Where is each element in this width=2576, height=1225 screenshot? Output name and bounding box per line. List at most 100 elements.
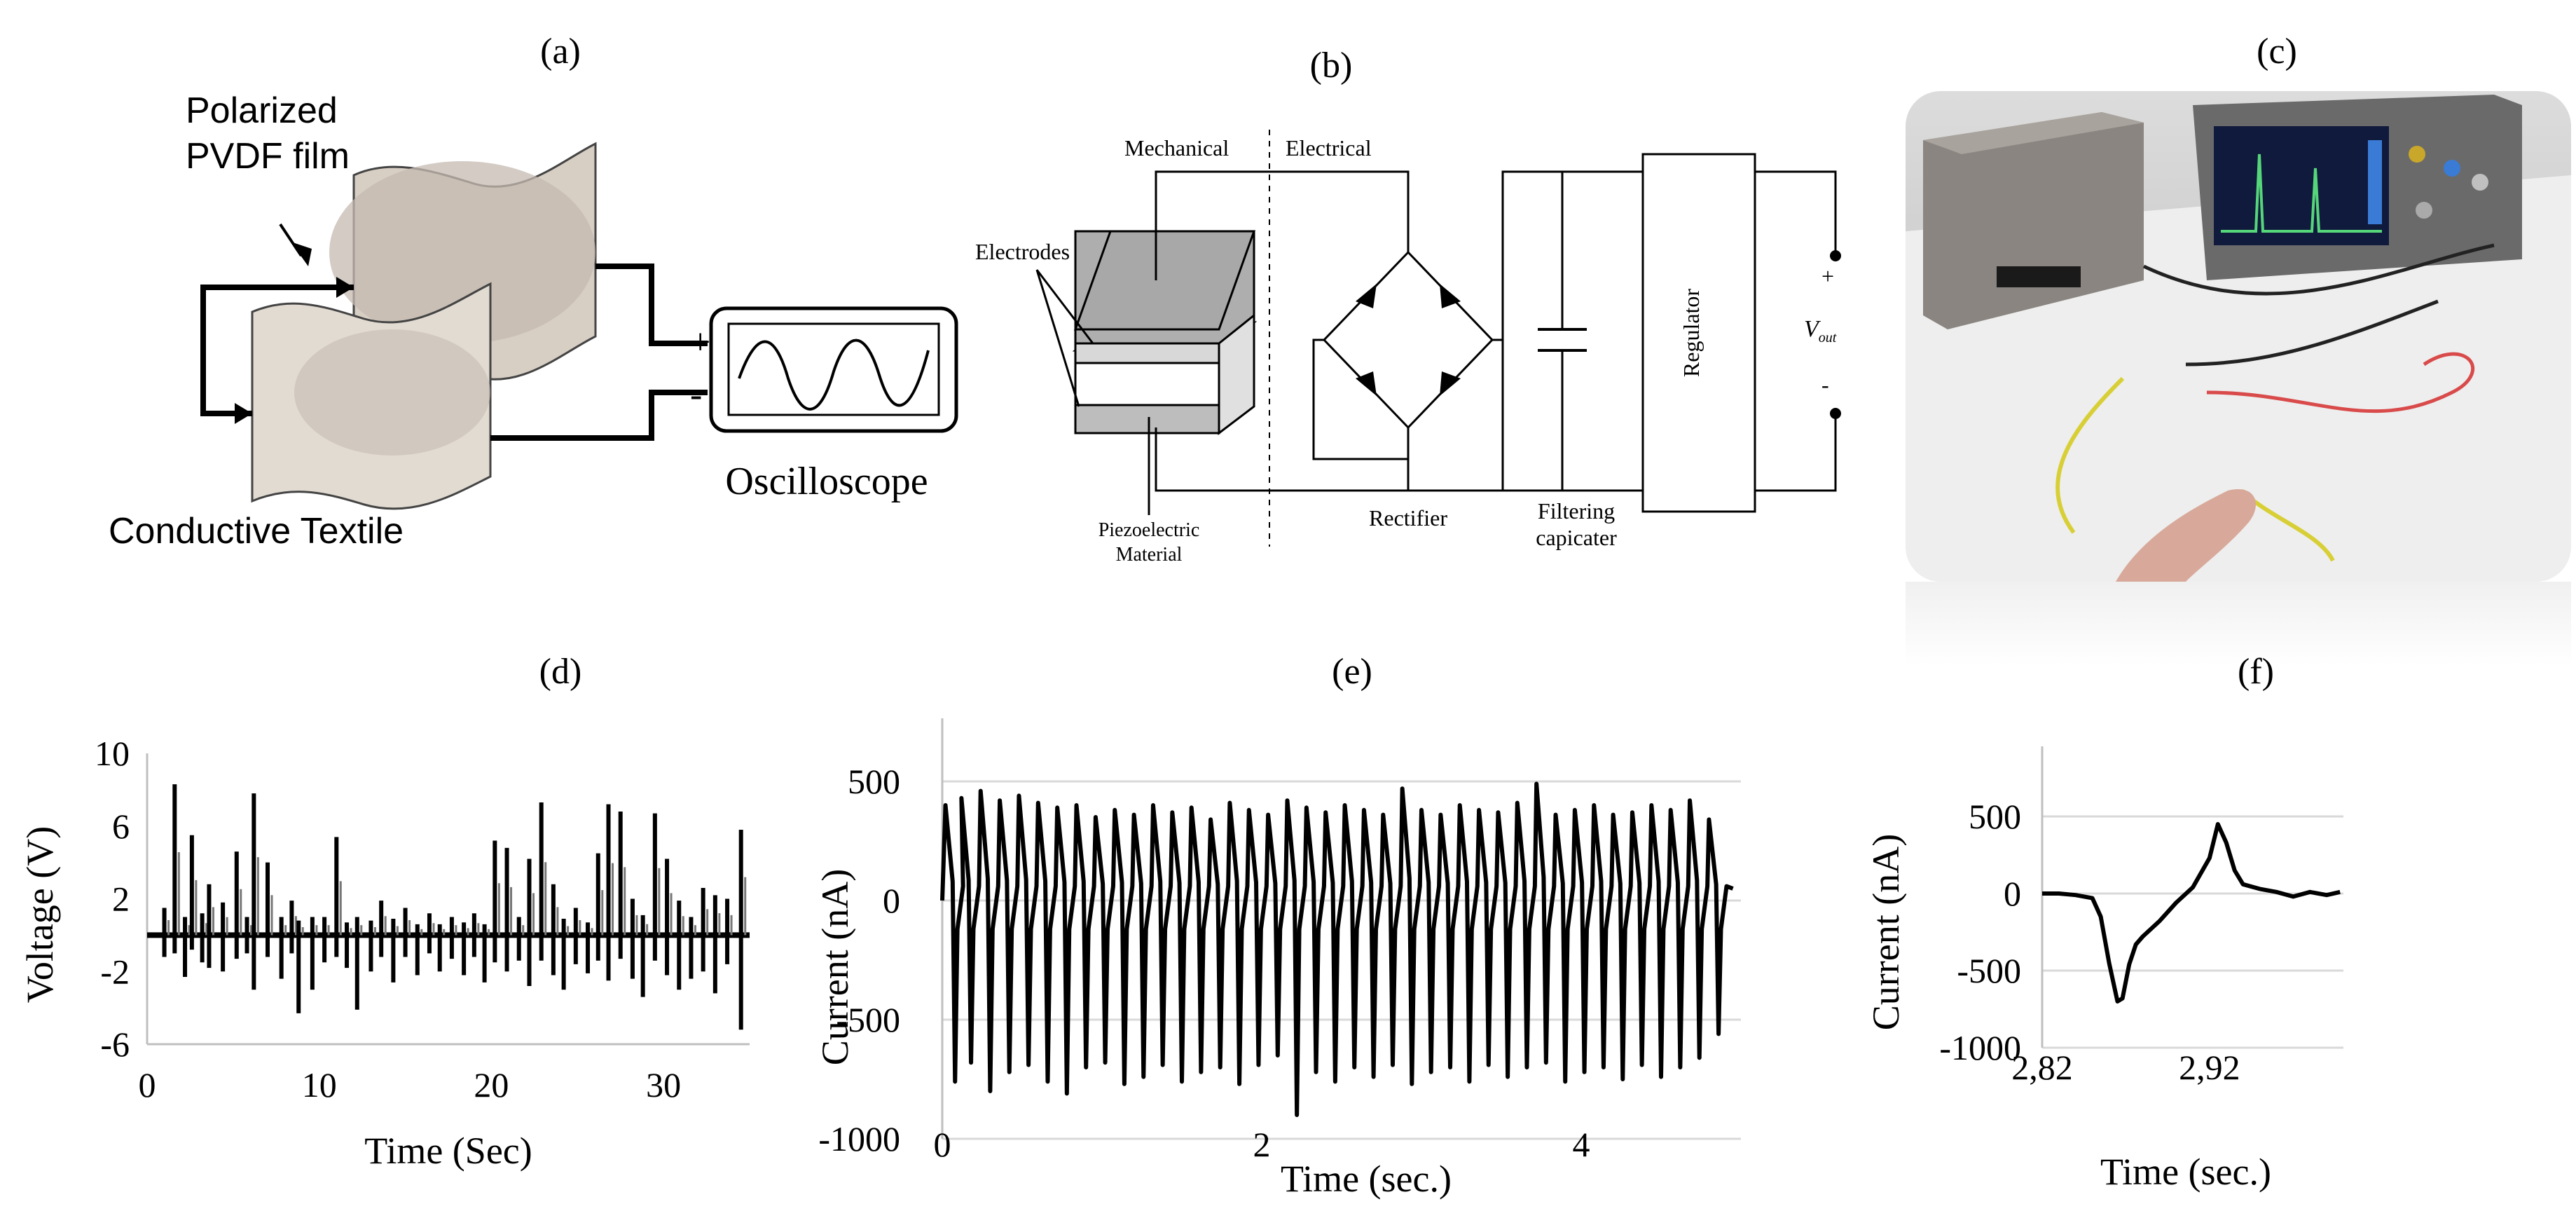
panel-e-label: (e)	[1332, 652, 1372, 692]
chart-e-ytick: -500	[836, 1000, 900, 1039]
chart-e-xtick: 0	[934, 1125, 951, 1164]
regulator-label: Regulator	[1679, 289, 1704, 378]
panel-c-label: (c)	[2257, 32, 2297, 71]
bridge-right-wire	[1492, 170, 1643, 341]
hand	[2116, 489, 2256, 582]
chart-e-tick-labels: 500 0 -500 -1000 0 2 4	[818, 762, 1590, 1164]
mechanical-label: Mechanical	[1124, 135, 1229, 160]
pvdf-film	[329, 161, 595, 343]
panel-e: (e) 500 0 -500 -1000 0 2 4 Time (sec.) Current…	[814, 652, 1741, 1200]
bench-photo	[1906, 91, 2571, 582]
chart-d-ylabel: Voltage (V)	[19, 826, 61, 1003]
wire-plus	[595, 264, 708, 346]
diode-3	[1356, 371, 1377, 396]
chart-e-xlabel: Time (sec.)	[1281, 1158, 1452, 1200]
chart-d-xtick: 10	[302, 1065, 337, 1104]
chart-d-ytick: 10	[95, 734, 130, 773]
piezo-electrode-lower	[1074, 404, 1220, 434]
chart-f-line	[2042, 822, 2341, 1004]
chart-d-tick-labels: 10 6 2 -2 -60 10 20 30	[95, 734, 681, 1104]
oscilloscope-label: Oscilloscope	[725, 460, 928, 503]
chart-d-ytick: -2	[100, 952, 130, 991]
chart-d-ytick: 2	[112, 880, 130, 919]
multimeter	[1923, 112, 2144, 329]
chart-f-xtick: 2,82	[2011, 1048, 2073, 1087]
wire-top	[1155, 170, 1410, 280]
piezo-label-line1: Piezoelectric	[1098, 519, 1200, 541]
textile-label: Conductive Textile	[109, 511, 404, 552]
panel-d: (d) 10 6 2 -2 -60 10 20 30 Time (Sec) Voltage (…	[19, 652, 750, 1172]
chart-f-ytick: -500	[1957, 951, 2021, 990]
piezo-material	[1074, 362, 1220, 406]
chart-e-series	[940, 781, 1734, 1117]
chart-d-ytick: -6	[100, 1025, 130, 1064]
vout-minus: -	[1821, 372, 1829, 397]
chart-d-xtick: 30	[646, 1065, 681, 1104]
chart-f-ytick: -1000	[1939, 1028, 2021, 1067]
output-terminal-plus	[1830, 250, 1841, 261]
chart-d-xtick: 0	[139, 1065, 156, 1104]
filter-label-line2: capicater	[1536, 525, 1617, 550]
output-wire-bottom	[1755, 413, 1837, 492]
film-label-line2: PVDF film	[186, 136, 350, 177]
arrow-head-bottom	[235, 403, 252, 424]
electrical-label: Electrical	[1286, 135, 1372, 160]
panel-d-label: (d)	[539, 652, 582, 692]
chart-e-ytick: 0	[883, 881, 900, 920]
piezo-electrode-upper	[1074, 342, 1220, 364]
panel-b-label: (b)	[1310, 46, 1353, 85]
chart-e-ytick: 500	[848, 762, 900, 801]
filter-label-line1: Filtering	[1538, 498, 1615, 523]
chart-e-xtick: 4	[1573, 1125, 1590, 1164]
electrodes-pointer-2	[1035, 269, 1080, 407]
terminal-minus: -	[690, 375, 702, 415]
electrodes-label: Electrodes	[975, 239, 1070, 264]
diode-1	[1356, 284, 1377, 308]
electrodes-pointer-1	[1035, 269, 1094, 344]
piezo-label-line2: Material	[1116, 544, 1183, 566]
chart-f-xtick: 2,92	[2179, 1048, 2240, 1087]
piezo-side	[1218, 313, 1255, 436]
chart-f-ylabel: Current (nA)	[1865, 834, 1907, 1030]
chart-e-line	[940, 781, 1734, 1117]
rectifier-label: Rectifier	[1369, 505, 1447, 531]
chart-d-ytick: 6	[112, 807, 130, 846]
wire-minus	[490, 390, 708, 441]
chart-d-xlabel: Time (Sec)	[364, 1130, 532, 1172]
chart-f-gridlines	[2041, 746, 2343, 1049]
chart-d-series	[147, 784, 750, 1030]
chart-d-xtick: 20	[474, 1065, 509, 1104]
panel-c: (c)	[1906, 32, 2571, 666]
output-wire-top	[1755, 170, 1837, 256]
rectifier-bridge	[1322, 250, 1494, 430]
bridge-left-wire	[1312, 338, 1408, 460]
chart-f-ytick: 500	[1969, 797, 2021, 836]
chart-e-ytick: -1000	[818, 1119, 900, 1158]
chart-e-xtick: 2	[1253, 1125, 1271, 1164]
diode-2	[1440, 284, 1461, 308]
chart-e-ylabel: Current (nA)	[814, 869, 856, 1065]
film-label-line1: Polarized	[186, 90, 338, 131]
vout-label: Vout	[1804, 316, 1837, 345]
chart-f-series	[2042, 822, 2341, 1004]
pvdf-film-overlap	[294, 329, 490, 456]
regulator-box	[1641, 153, 1756, 513]
chart-f-ytick: 0	[2004, 874, 2021, 913]
terminal-plus: +	[690, 322, 710, 362]
arrow-head-top	[336, 277, 354, 298]
diode-4	[1440, 371, 1461, 396]
output-terminal-minus	[1830, 408, 1841, 419]
oscilloscope-wave	[738, 338, 930, 411]
panel-a-label: (a)	[540, 32, 581, 71]
panel-f-label: (f)	[2238, 652, 2274, 692]
panel-b: (b) Mechanical Electrical Electrodes Pie…	[975, 46, 1841, 566]
vout-plus: +	[1821, 264, 1834, 289]
filter-box	[1501, 170, 1644, 492]
film-pointer-head	[291, 242, 312, 266]
piezo-top	[1073, 230, 1256, 331]
panel-a: (a) + - Oscilloscope Polarized PVDF film…	[109, 32, 958, 552]
loop-wire	[200, 285, 354, 416]
